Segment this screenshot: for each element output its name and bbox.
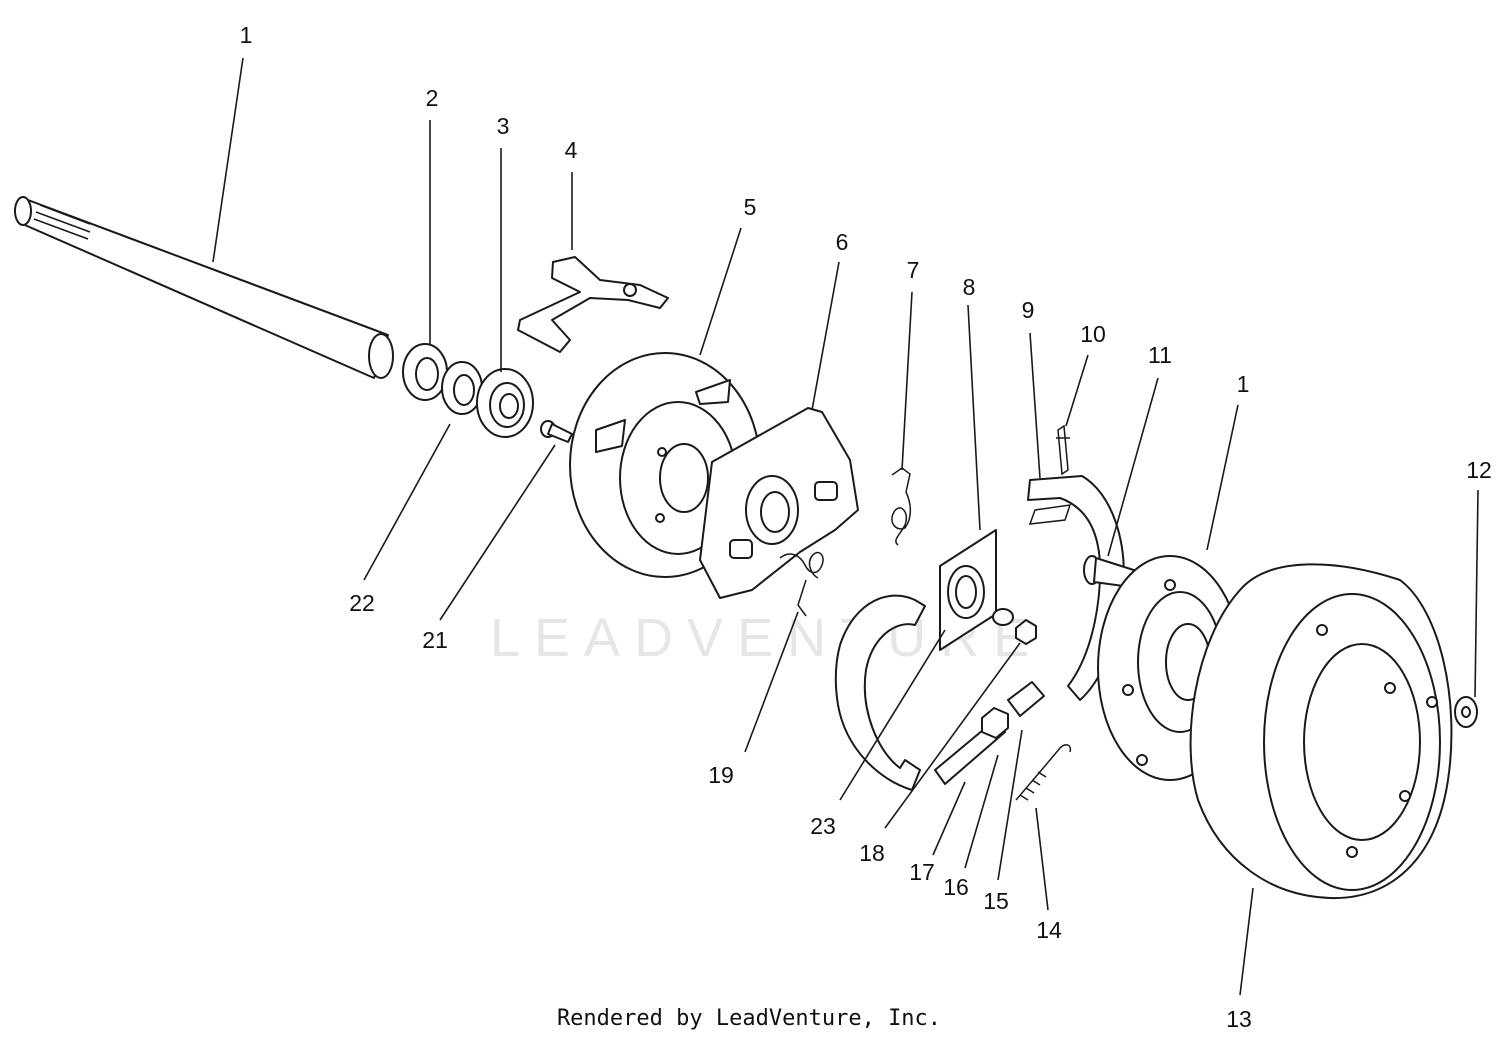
- footer-credit: Rendered by LeadVenture, Inc.: [557, 1006, 941, 1031]
- leader-lines: [212, 57, 1479, 996]
- adjuster-socket: [1007, 681, 1045, 717]
- callout-2: 2: [426, 85, 439, 111]
- callout-1-hub: 1: [1237, 371, 1250, 397]
- callout-23: 23: [810, 813, 836, 839]
- callout-21: 21: [422, 627, 448, 653]
- screw: [540, 420, 573, 443]
- callout-22: 22: [349, 590, 375, 616]
- adjuster-screw: [934, 719, 1006, 785]
- return-spring-lower: [779, 551, 824, 617]
- callout-labels: 1 2 3 4 5 6 7 8 9 10 11 1 12 22 21 19 23…: [240, 22, 1492, 1032]
- callout-16: 16: [943, 874, 969, 900]
- lug-nut: [1454, 696, 1478, 728]
- callout-11: 11: [1148, 342, 1172, 368]
- washer: [992, 608, 1014, 626]
- callout-3: 3: [497, 113, 510, 139]
- callout-19: 19: [708, 762, 734, 788]
- callout-9: 9: [1022, 297, 1035, 323]
- callout-7: 7: [907, 257, 920, 283]
- callout-6: 6: [836, 229, 849, 255]
- callout-15: 15: [983, 888, 1009, 914]
- gasket-plate: [939, 529, 997, 651]
- adjuster-nut: [981, 707, 1009, 739]
- callout-14: 14: [1036, 917, 1062, 943]
- spacer: [441, 361, 483, 415]
- axle-shaft: [14, 196, 394, 379]
- callout-13: 13: [1226, 1006, 1252, 1032]
- brake-drum: [1189, 563, 1453, 900]
- callout-1: 1: [240, 22, 253, 48]
- callout-4: 4: [565, 137, 578, 163]
- clip: [1056, 424, 1070, 476]
- callout-5: 5: [744, 194, 757, 220]
- brake-shoe-lower: [834, 594, 926, 791]
- callout-10: 10: [1080, 321, 1106, 347]
- callout-18: 18: [859, 840, 885, 866]
- callout-12: 12: [1466, 457, 1492, 483]
- actuator-plate: [699, 407, 859, 599]
- adjuster-spring: [1015, 744, 1072, 801]
- nut: [1015, 619, 1037, 645]
- return-spring-upper: [891, 467, 912, 546]
- brake-lever: [517, 256, 669, 353]
- bearing: [476, 368, 534, 438]
- callout-8: 8: [963, 274, 976, 300]
- seal: [402, 343, 448, 401]
- callout-17: 17: [909, 859, 935, 885]
